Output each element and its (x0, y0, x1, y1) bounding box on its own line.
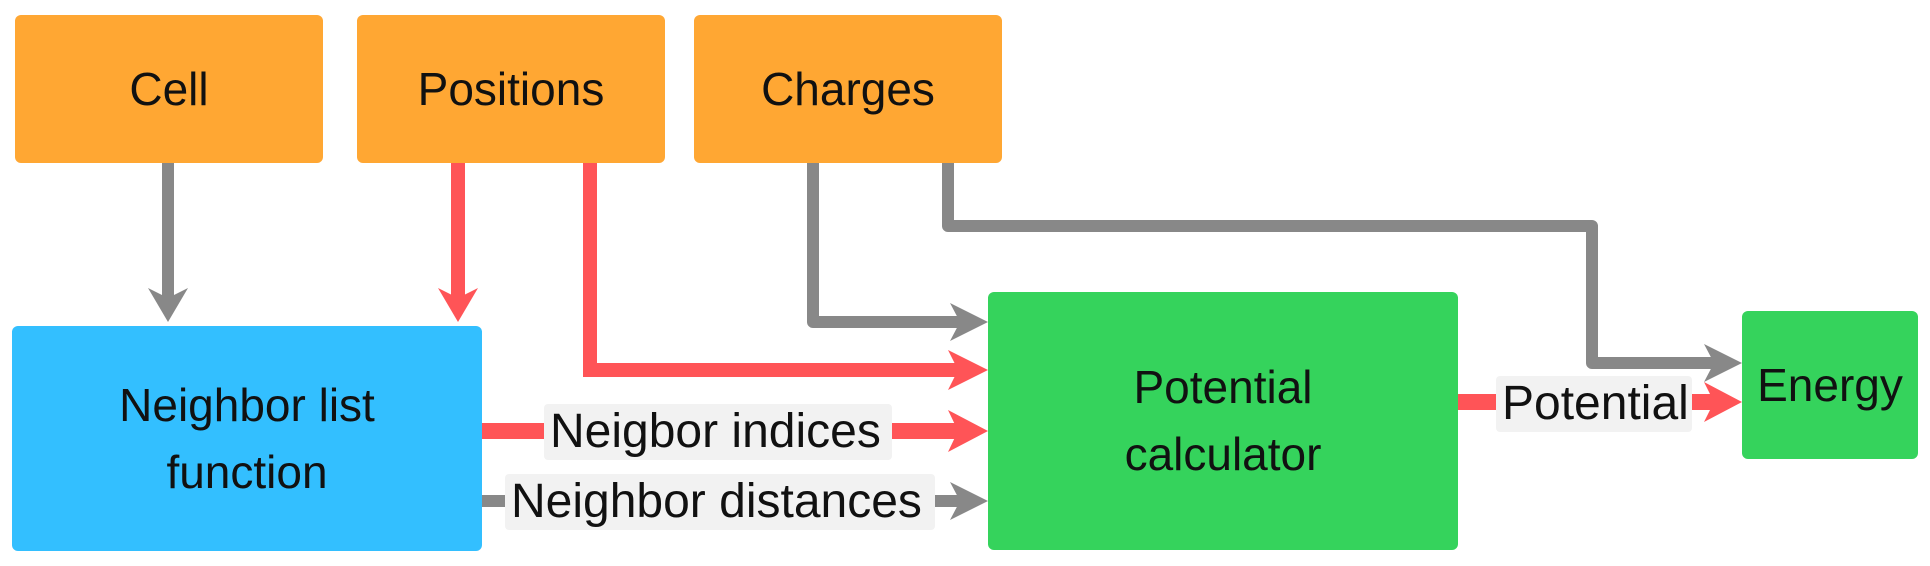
energy-node-label: Energy (1757, 358, 1903, 411)
edge-positions-to-neighbor-list (438, 162, 478, 322)
edge-charges-to-calculator (807, 162, 988, 341)
neighbor-distances-label: Neighbor distances (505, 474, 935, 530)
neighbor-list-node: Neighbor list function (12, 326, 482, 551)
neighbor-list-label-line1: Neighbor list (119, 378, 375, 431)
positions-node: Positions (357, 15, 665, 163)
edge-cell-to-neighbor-list (148, 162, 188, 322)
edge-positions-to-calculator (583, 162, 988, 390)
potential-edge-label: Potential (1496, 376, 1692, 432)
positions-node-label: Positions (417, 62, 605, 115)
potential-calculator-node: Potential calculator (988, 292, 1458, 550)
potential-calculator-label-line1: Potential (1133, 361, 1313, 414)
edge-charges-to-energy (942, 162, 1742, 382)
neighbor-indices-label: Neigbor indices (544, 404, 892, 460)
charges-node-label: Charges (761, 62, 935, 115)
cell-node: Cell (15, 15, 323, 163)
cell-node-label: Cell (129, 62, 209, 115)
neighbor-list-label-line2: function (166, 445, 328, 498)
charges-node: Charges (694, 15, 1002, 163)
energy-node: Energy (1742, 311, 1918, 459)
potential-calculator-label-line2: calculator (1124, 428, 1322, 480)
